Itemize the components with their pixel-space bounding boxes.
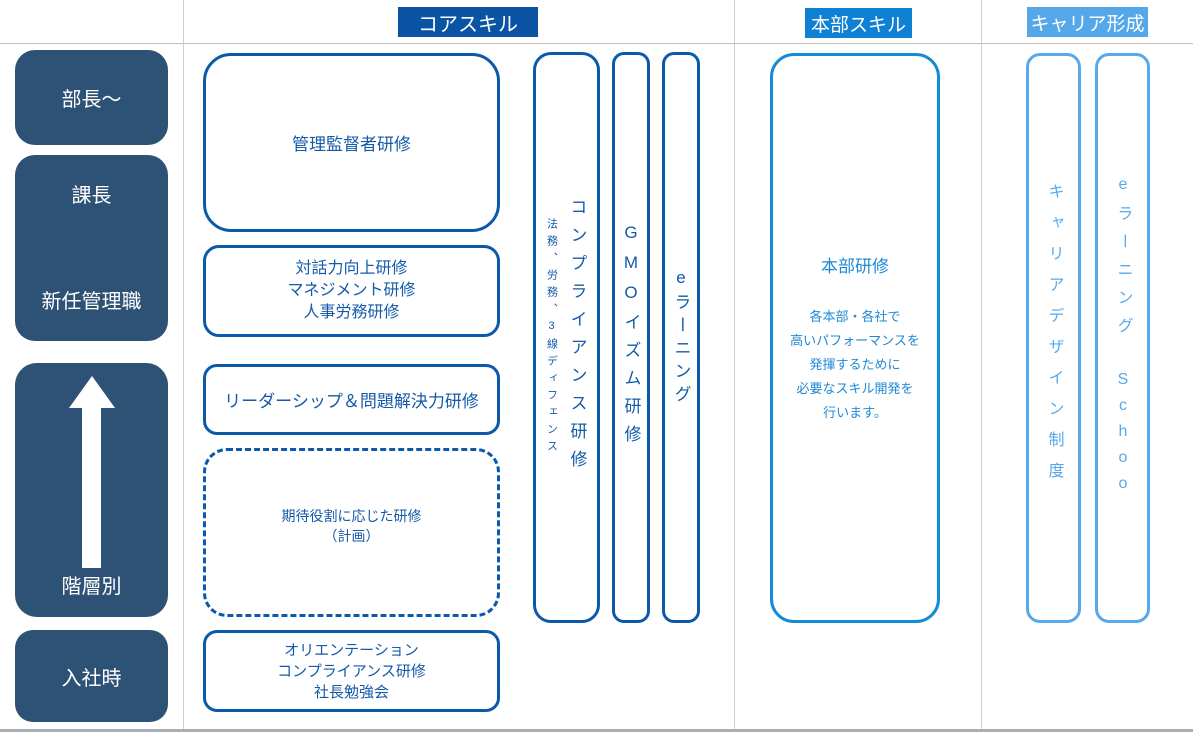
level-label-kacho: 課長 — [71, 185, 112, 207]
elearning-schoo-line1: eラーニング — [1114, 175, 1132, 345]
training-line: 対話力向上研修 — [295, 260, 408, 277]
training-line: 社長勉強会 — [313, 683, 389, 701]
level-label-hierarchy: 階層別 — [61, 576, 122, 598]
bottom-border-band — [0, 729, 1193, 732]
header-career-formation: キャリア形成 — [1027, 7, 1148, 37]
training-line: コンプライアンス研修 — [277, 662, 426, 680]
pill-career-design-label: キャリアデザイン制度 — [1045, 183, 1063, 493]
level-box-nyushaji: 入社時 — [15, 630, 168, 722]
pill-elearning-schoo-text: eラーニング Schoo — [1111, 176, 1135, 501]
box-planned-role-kenshu: 期待役割に応じた研修 （計画） — [203, 448, 500, 617]
desc-line: 必要なスキル開発を — [796, 380, 914, 396]
level-label-shinnin-kanrishoku: 新任管理職 — [41, 291, 142, 313]
pill-elearning-schoo: eラーニング Schoo — [1095, 53, 1150, 623]
pill-compliance-kenshu: 法務、労務、3線ディフェンス コンプライアンス研修 — [533, 52, 600, 623]
box-kanri-kantokusha-kenshu: 管理監督者研修 — [203, 53, 500, 232]
desc-line: 発揮するために — [809, 356, 901, 372]
column-divider-middle — [734, 0, 735, 729]
box-middle-management-trainings: 対話力向上研修 マネジメント研修 人事労務研修 — [203, 245, 500, 337]
honbu-kenshu-title: 本部研修 — [821, 256, 889, 276]
pill-compliance-label: コンプライアンス研修 — [567, 197, 587, 478]
training-line: 人事労務研修 — [303, 304, 400, 321]
desc-line: 高いパフォーマンスを — [790, 332, 920, 348]
box-kanri-kantokusha-label: 管理監督者研修 — [292, 135, 411, 154]
planned-line: 期待役割に応じた研修 — [281, 508, 422, 524]
pill-compliance-subtext: 法務、労務、3線ディフェンス — [545, 218, 558, 457]
pill-elearning: eラーニング — [662, 52, 700, 623]
pill-career-design-seido: キャリアデザイン制度 — [1026, 53, 1081, 623]
level-box-hierarchy-arrow: 階層別 — [15, 363, 168, 617]
level-label-nyushaji: 入社時 — [61, 667, 122, 690]
column-divider-left — [183, 0, 184, 729]
header-hq-skill: 本部スキル — [805, 8, 912, 38]
pill-gmoism-kenshu: GMOイズム研修 — [612, 52, 650, 623]
desc-line: 行います。 — [823, 404, 887, 420]
training-line: オリエンテーション — [284, 641, 419, 659]
level-label-bucho: 部長〜 — [61, 89, 122, 111]
box-honbu-kenshu: 本部研修 各本部・各社で 高いパフォーマンスを 発揮するために 必要なスキル開発… — [770, 53, 940, 623]
desc-line: 各本部・各社で — [809, 308, 901, 324]
up-arrow-shaft-icon — [82, 408, 101, 568]
honbu-kenshu-description: 各本部・各社で 高いパフォーマンスを 発揮するために 必要なスキル開発を 行いま… — [790, 305, 920, 425]
pill-elearning-label: eラーニング — [671, 267, 691, 408]
up-arrow-head-icon — [68, 376, 115, 408]
header-core-skill: コアスキル — [398, 7, 538, 37]
box-leadership-kenshu: リーダーシップ＆問題解決力研修 — [203, 364, 500, 435]
box-onboarding-trainings: オリエンテーション コンプライアンス研修 社長勉強会 — [203, 630, 500, 712]
box-leadership-label: リーダーシップ＆問題解決力研修 — [224, 392, 479, 411]
training-line: マネジメント研修 — [287, 282, 416, 299]
pill-gmoism-label: GMOイズム研修 — [621, 222, 641, 453]
column-divider-right — [981, 0, 982, 729]
level-box-kacho-shinnin: 課長 新任管理職 — [15, 155, 168, 341]
header-divider-line — [0, 43, 1193, 44]
planned-line: （計画） — [323, 528, 380, 544]
elearning-schoo-line2: Schoo — [1114, 370, 1132, 501]
level-box-bucho: 部長〜 — [15, 50, 168, 145]
